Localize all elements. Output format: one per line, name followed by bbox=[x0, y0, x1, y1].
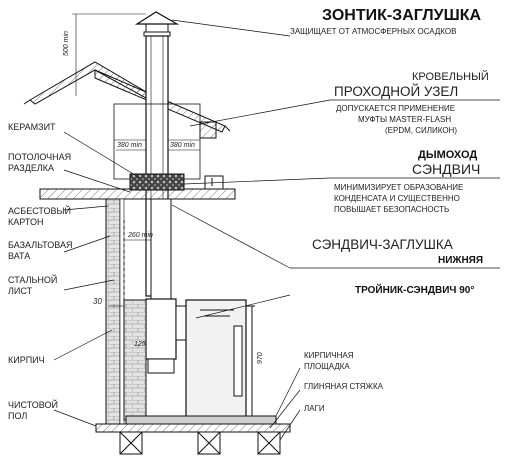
floor-line2: ПОЛ bbox=[8, 411, 27, 421]
ceiling-line2: РАЗДЕЛКА bbox=[8, 163, 54, 173]
flue-desc2: КОНДЕНСАТА И СУЩЕСТВЕННО bbox=[334, 194, 460, 203]
ceiling bbox=[39, 173, 236, 200]
roof-desc3: (EPDM, СИЛИКОН) bbox=[385, 126, 457, 135]
cap-title: ЗОНТИК-ЗАГЛУШКА bbox=[322, 7, 481, 24]
asbestos-line1: АСБЕСТОВЫЙ bbox=[8, 205, 71, 216]
dimension-lines bbox=[72, 13, 200, 307]
flue-desc3: ПОВЫШАЕТ БЕЗОПАСНОСТЬ bbox=[334, 205, 449, 214]
dim-260: 260 min bbox=[127, 232, 153, 239]
flue-desc1: МИНИМИЗИРУЕТ ОБРАЗОВАНИЕ bbox=[334, 183, 463, 192]
keramzit-label: КЕРАМЗИТ bbox=[8, 122, 56, 132]
roof-desc2: МУФТЫ MASTER-FLASH bbox=[358, 115, 451, 124]
dim-30: 30 bbox=[93, 297, 102, 306]
asbestos-line2: КАРТОН bbox=[8, 217, 43, 227]
plug-line1: СЭНДВИЧ-ЗАГЛУШКА bbox=[312, 237, 453, 252]
floor-base bbox=[95, 415, 291, 455]
stove bbox=[185, 299, 255, 419]
clay-label: ГЛИНЯНАЯ СТЯЖКА bbox=[304, 382, 384, 391]
basalt-line2: ВАТА bbox=[8, 251, 30, 261]
flue-line2: СЭНДВИЧ bbox=[412, 161, 480, 177]
joists-label: ЛАГИ bbox=[304, 404, 325, 413]
flue-line1: ДЫМОХОД bbox=[418, 149, 477, 161]
steel-line2: ЛИСТ bbox=[8, 286, 33, 296]
dim-125: 125 bbox=[134, 341, 146, 348]
brick-pad-line1: КИРПИЧНАЯ bbox=[304, 351, 354, 360]
brick-label: КИРПИЧ bbox=[8, 355, 45, 365]
tee-label: ТРОЙНИК-СЭНДВИЧ 90° bbox=[355, 283, 474, 296]
roof-line2: ПРОХОДНОЙ УЗЕЛ bbox=[334, 84, 458, 99]
basalt-line1: БАЗАЛЬТОВАЯ bbox=[8, 240, 72, 250]
cap-desc: ЗАЩИЩАЕТ ОТ АТМОСФЕРНЫХ ОСАДКОВ bbox=[290, 27, 456, 36]
chimney-cap bbox=[134, 11, 180, 37]
dim-970: 970 bbox=[257, 352, 264, 364]
dim-380-left: 380 min bbox=[117, 142, 142, 149]
floor-line1: ЧИСТОВОЙ bbox=[8, 399, 58, 410]
roof-passthrough-box bbox=[113, 103, 217, 180]
brick-pad-line2: ПЛОЩАДКА bbox=[304, 362, 350, 371]
steel-line1: СТАЛЬНОЙ bbox=[8, 274, 57, 285]
leader-lines bbox=[53, 19, 500, 441]
roof-desc1: ДОПУСКАЕТСЯ ПРИМЕНЕНИЕ bbox=[336, 104, 455, 113]
plug-line2: НИЖНЯЯ bbox=[438, 255, 483, 266]
dim-500: 500 min bbox=[63, 31, 70, 56]
ceiling-line1: ПОТОЛОЧНАЯ bbox=[8, 152, 71, 162]
dim-380-right: 380 min bbox=[170, 142, 195, 149]
roof-line1: КРОВЕЛЬНЫЙ bbox=[412, 70, 489, 83]
